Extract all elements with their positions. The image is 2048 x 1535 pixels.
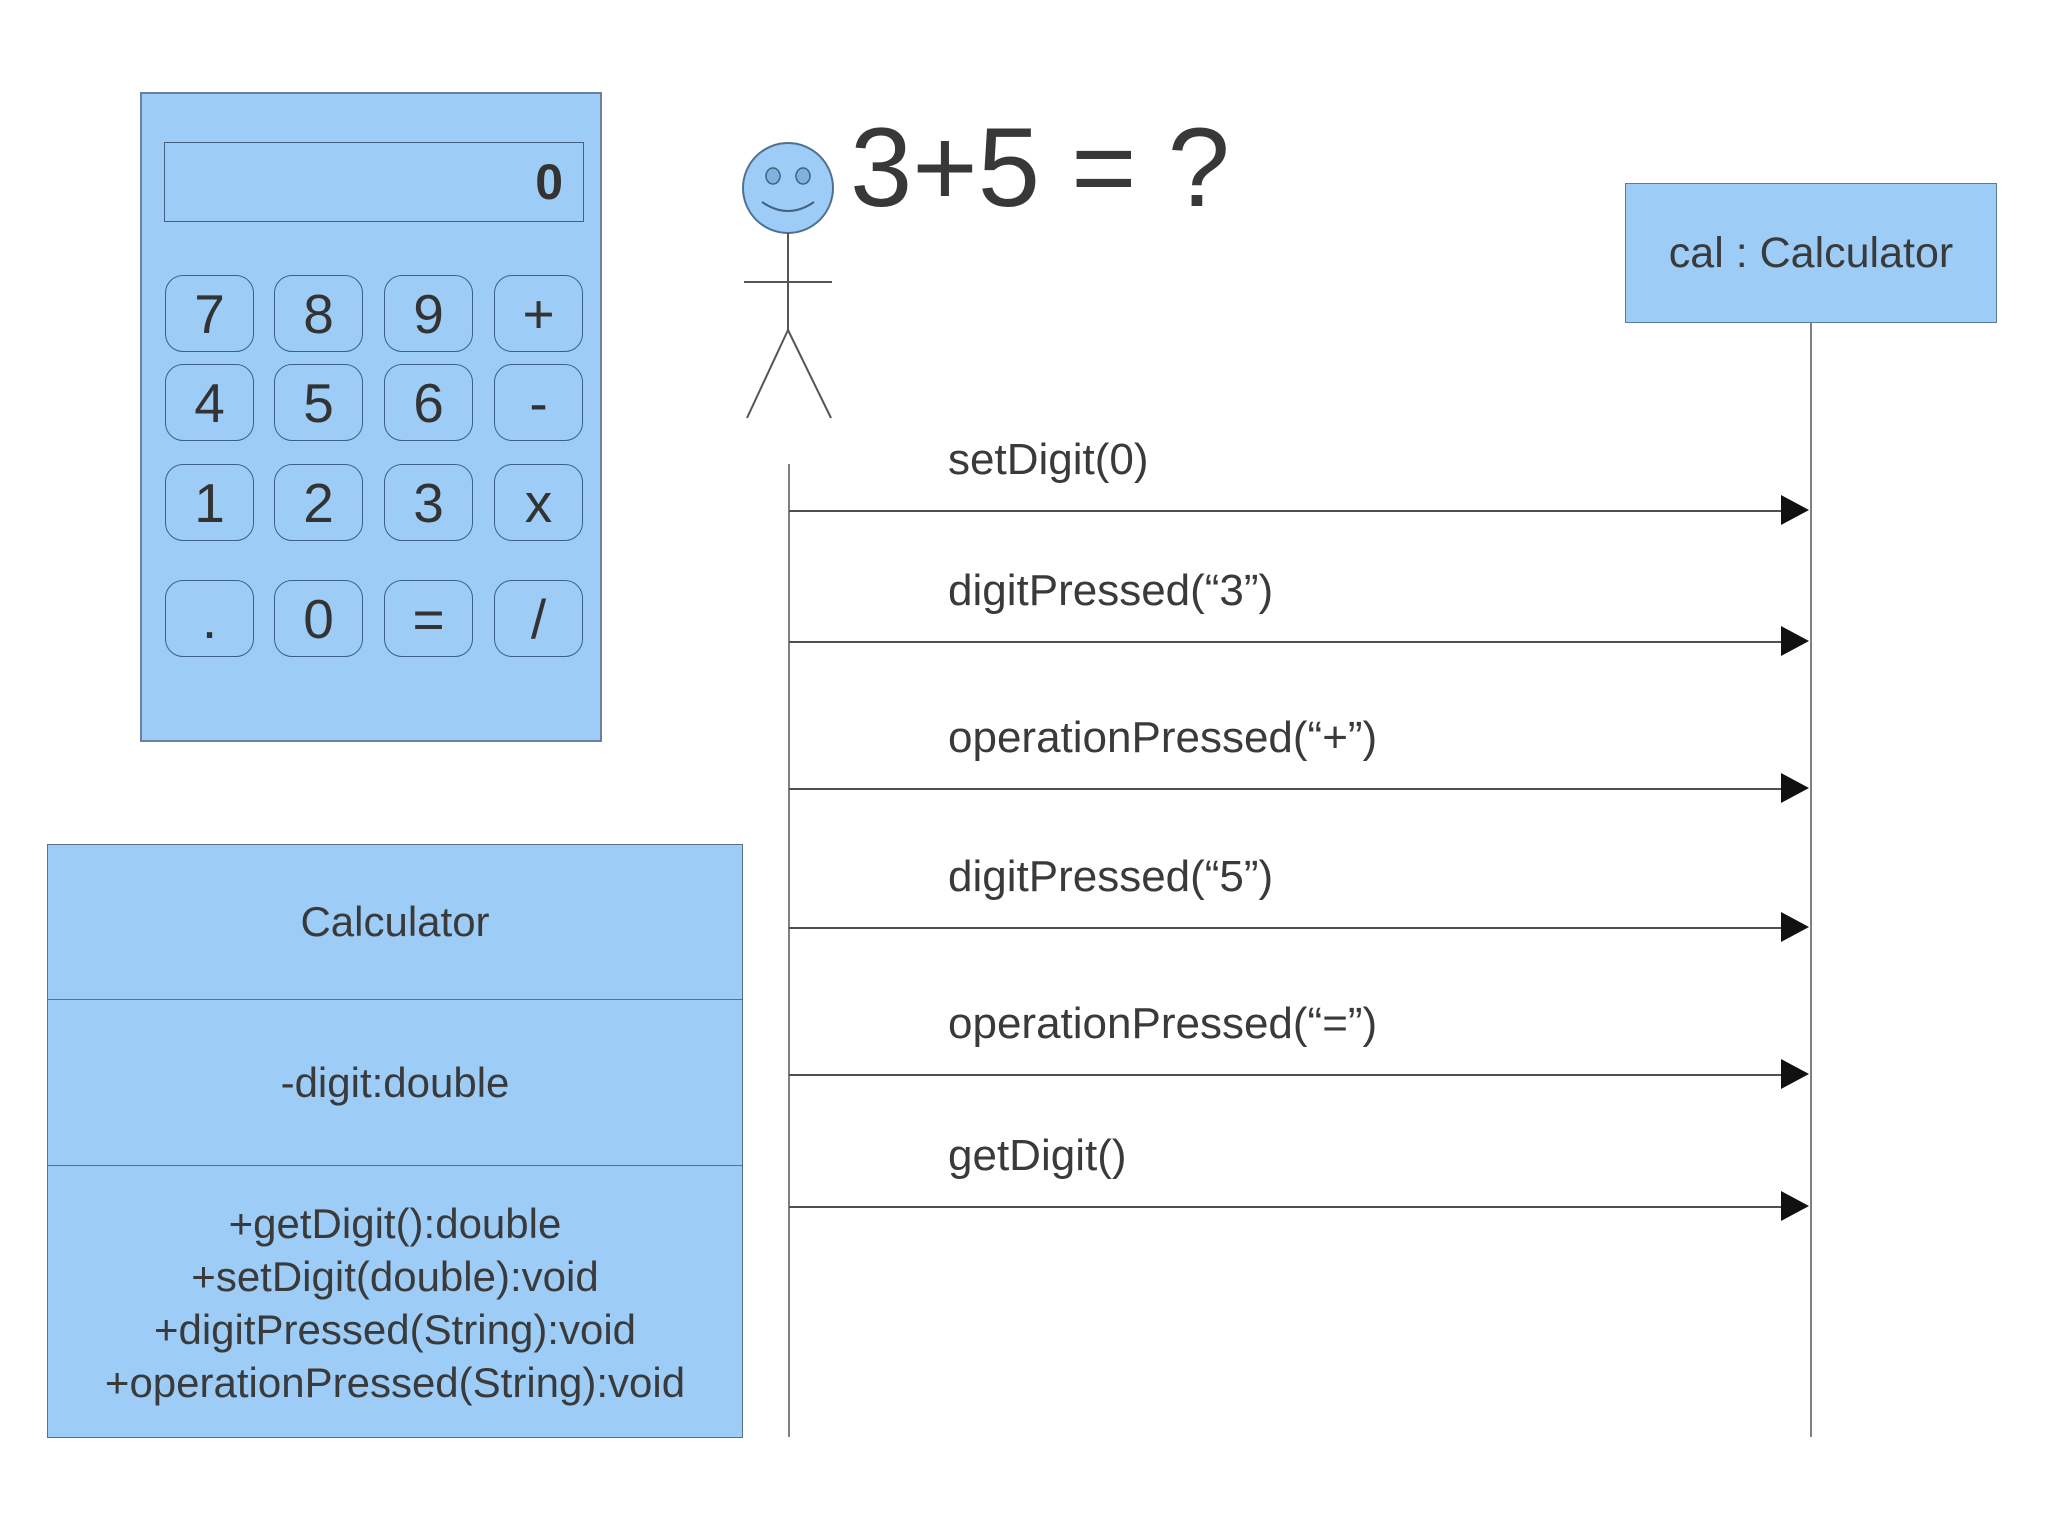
actor-stick-figure [742,142,834,419]
calc-button-2[interactable]: 2 [274,464,363,541]
arrowhead-icon [1781,1059,1809,1089]
calculator-mockup: 0 7 8 9 + 4 5 6 - 1 2 3 x . 0 = / [140,92,602,742]
sequence-title: 3+5 = ? [850,105,1230,230]
message-label-digitpressed5: digitPressed(“5”) [948,852,1274,901]
calc-button-8[interactable]: 8 [274,275,363,352]
message-label-operationpressed-plus: operationPressed(“+”) [948,713,1378,762]
calculator-display-value: 0 [535,154,563,210]
calc-button-6[interactable]: 6 [384,364,473,441]
message-arrow-operationpressed-plus [789,788,1783,790]
calc-button-5[interactable]: 5 [274,364,363,441]
message-arrow-digitpressed3 [789,641,1783,643]
class-method: +getDigit():double [228,1199,562,1247]
calc-button-minus[interactable]: - [494,364,583,441]
arrowhead-icon [1781,1191,1809,1221]
arrowhead-icon [1781,626,1809,656]
message-arrow-operationpressed-equals [789,1074,1783,1076]
message-label-getdigit: getDigit() [948,1131,1127,1180]
calc-button-equals[interactable]: = [384,580,473,657]
arrowhead-icon [1781,773,1809,803]
calc-button-1[interactable]: 1 [165,464,254,541]
class-method: +digitPressed(String):void [153,1305,637,1353]
message-arrow-setdigit0 [789,510,1783,512]
object-label: cal : Calculator [1668,228,1954,277]
class-diagram: Calculator -digit:double +getDigit():dou… [47,844,743,1438]
calculator-display: 0 [164,142,584,222]
calc-button-divide[interactable]: / [494,580,583,657]
message-label-operationpressed-equals: operationPressed(“=”) [948,999,1378,1048]
calc-button-3[interactable]: 3 [384,464,473,541]
calc-button-0[interactable]: 0 [274,580,363,657]
message-arrow-getdigit [789,1206,1783,1208]
calc-button-7[interactable]: 7 [165,275,254,352]
message-label-setdigit0: setDigit(0) [948,435,1149,484]
calc-button-dot[interactable]: . [165,580,254,657]
calc-button-multiply[interactable]: x [494,464,583,541]
calc-button-4[interactable]: 4 [165,364,254,441]
message-label-digitpressed3: digitPressed(“3”) [948,566,1274,615]
class-attribute: -digit:double [280,1058,510,1106]
object-cal-calculator: cal : Calculator [1625,183,1997,323]
calc-button-plus[interactable]: + [494,275,583,352]
class-method: +operationPressed(String):void [104,1358,686,1406]
actor-lifeline [788,464,790,1437]
message-arrow-digitpressed5 [789,927,1783,929]
class-attributes-compartment: -digit:double [48,999,742,1165]
calc-button-9[interactable]: 9 [384,275,473,352]
class-method: +setDigit(double):void [191,1252,599,1300]
actor-body [744,233,832,419]
arrowhead-icon [1781,912,1809,942]
class-methods-compartment: +getDigit():double +setDigit(double):voi… [48,1165,742,1439]
arrowhead-icon [1781,495,1809,525]
object-lifeline [1810,323,1812,1437]
actor-head-icon [742,142,834,234]
class-name: Calculator [300,898,490,945]
